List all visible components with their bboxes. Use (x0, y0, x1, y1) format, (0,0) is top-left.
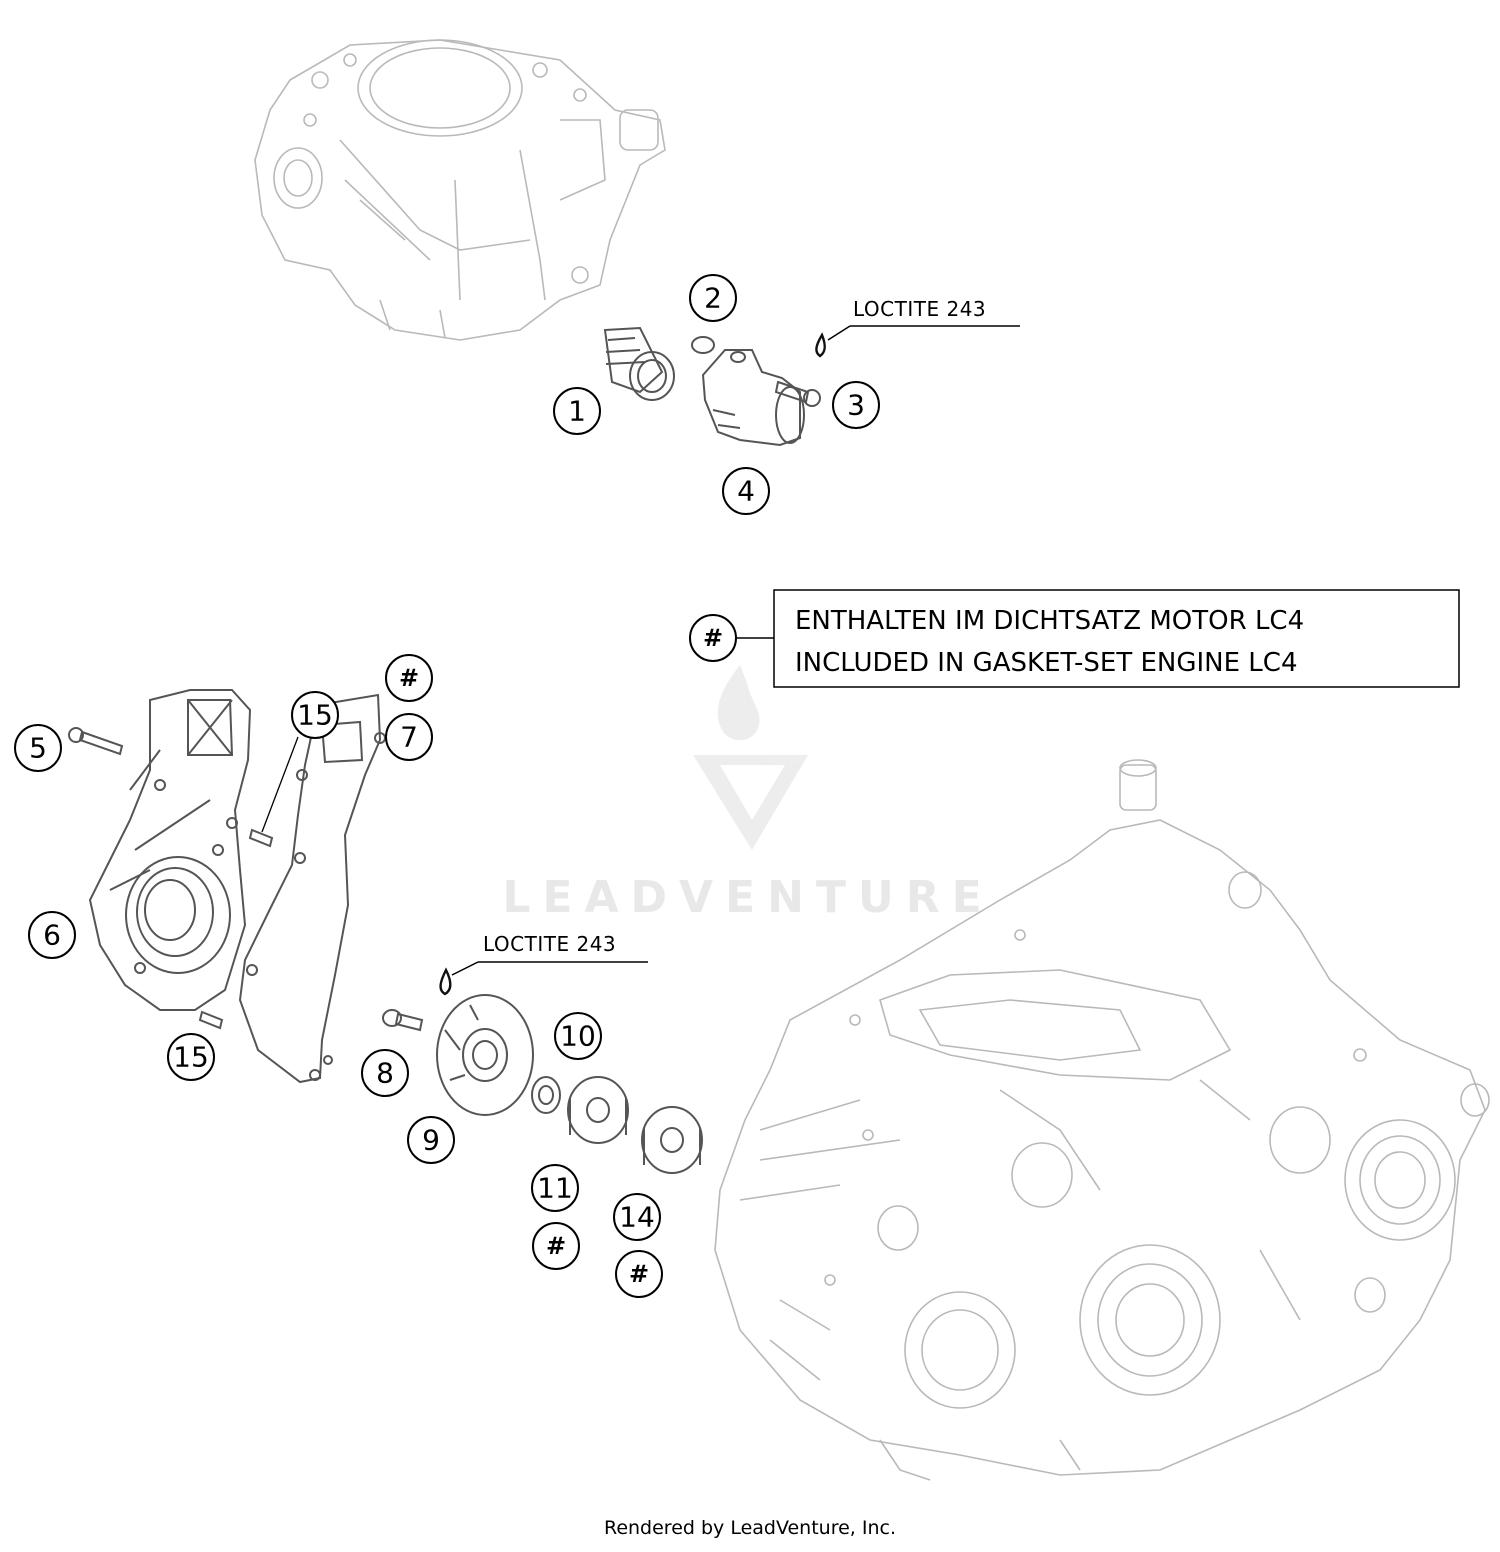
callout-1: 1 (553, 387, 601, 435)
svg-text:9: 9 (422, 1124, 440, 1157)
callout-7-hash: # (385, 654, 433, 702)
svg-text:#: # (629, 1260, 649, 1288)
svg-text:4: 4 (737, 475, 755, 508)
callout-11: 11 (531, 1164, 579, 1212)
loctite-leader-top (827, 325, 851, 341)
pump-cover-drawing (68, 689, 386, 1084)
svg-text:1: 1 (568, 395, 586, 428)
loctite-label-bottom: LOCTITE 243 (483, 932, 616, 956)
callout-4: 4 (722, 467, 770, 515)
callouts: 1 2 3 4 5 6 # 7 (14, 274, 880, 1298)
svg-text:2: 2 (704, 282, 722, 315)
svg-text:#: # (546, 1232, 566, 1260)
svg-text:15: 15 (173, 1041, 209, 1074)
gasket-set-note: # ENTHALTEN IM DICHTSATZ MOTOR LC4 INCLU… (689, 589, 1460, 688)
callout-5: 5 (14, 724, 62, 772)
callout-14-hash: # (615, 1250, 663, 1298)
cylinder-drawing (254, 39, 666, 341)
callout-3: 3 (832, 381, 880, 429)
note-hash-symbol: # (703, 624, 723, 652)
note-box (773, 589, 1460, 688)
svg-text:11: 11 (537, 1172, 573, 1205)
svg-text:8: 8 (376, 1057, 394, 1090)
svg-text:14: 14 (619, 1201, 655, 1234)
callout-11-hash: # (532, 1222, 580, 1270)
callout-2: 2 (689, 274, 737, 322)
impeller-drawing (382, 967, 703, 1174)
footer-credit: Rendered by LeadVenture, Inc. (603, 1517, 897, 1539)
callout-6: 6 (28, 911, 76, 959)
thermostat-drawing (603, 326, 826, 447)
loctite-label-top: LOCTITE 243 (853, 297, 986, 321)
loctite-leader-bottom (451, 961, 479, 976)
svg-text:3: 3 (847, 389, 865, 422)
svg-text:15: 15 (297, 699, 333, 732)
svg-text:#: # (399, 664, 419, 692)
callout-10: 10 (554, 1012, 602, 1060)
svg-text:5: 5 (29, 732, 47, 765)
note-line-2: INCLUDED IN GASKET-SET ENGINE LC4 (795, 648, 1298, 678)
callout-7: 7 (385, 713, 433, 761)
callout-15-top: 15 (291, 691, 339, 739)
svg-text:10: 10 (560, 1020, 596, 1053)
callout-8: 8 (361, 1049, 409, 1097)
callout-9: 9 (407, 1116, 455, 1164)
svg-text:6: 6 (43, 919, 61, 952)
svg-text:7: 7 (400, 721, 418, 754)
leader-lines (261, 736, 299, 833)
watermark-text: LEADVENTURE (502, 872, 993, 923)
callout-14: 14 (613, 1193, 661, 1241)
note-line-1: ENTHALTEN IM DICHTSATZ MOTOR LC4 (795, 606, 1304, 636)
callout-15-bottom: 15 (167, 1033, 215, 1081)
watermark: LEADVENTURE (502, 665, 993, 923)
engine-case-drawing (714, 759, 1490, 1481)
